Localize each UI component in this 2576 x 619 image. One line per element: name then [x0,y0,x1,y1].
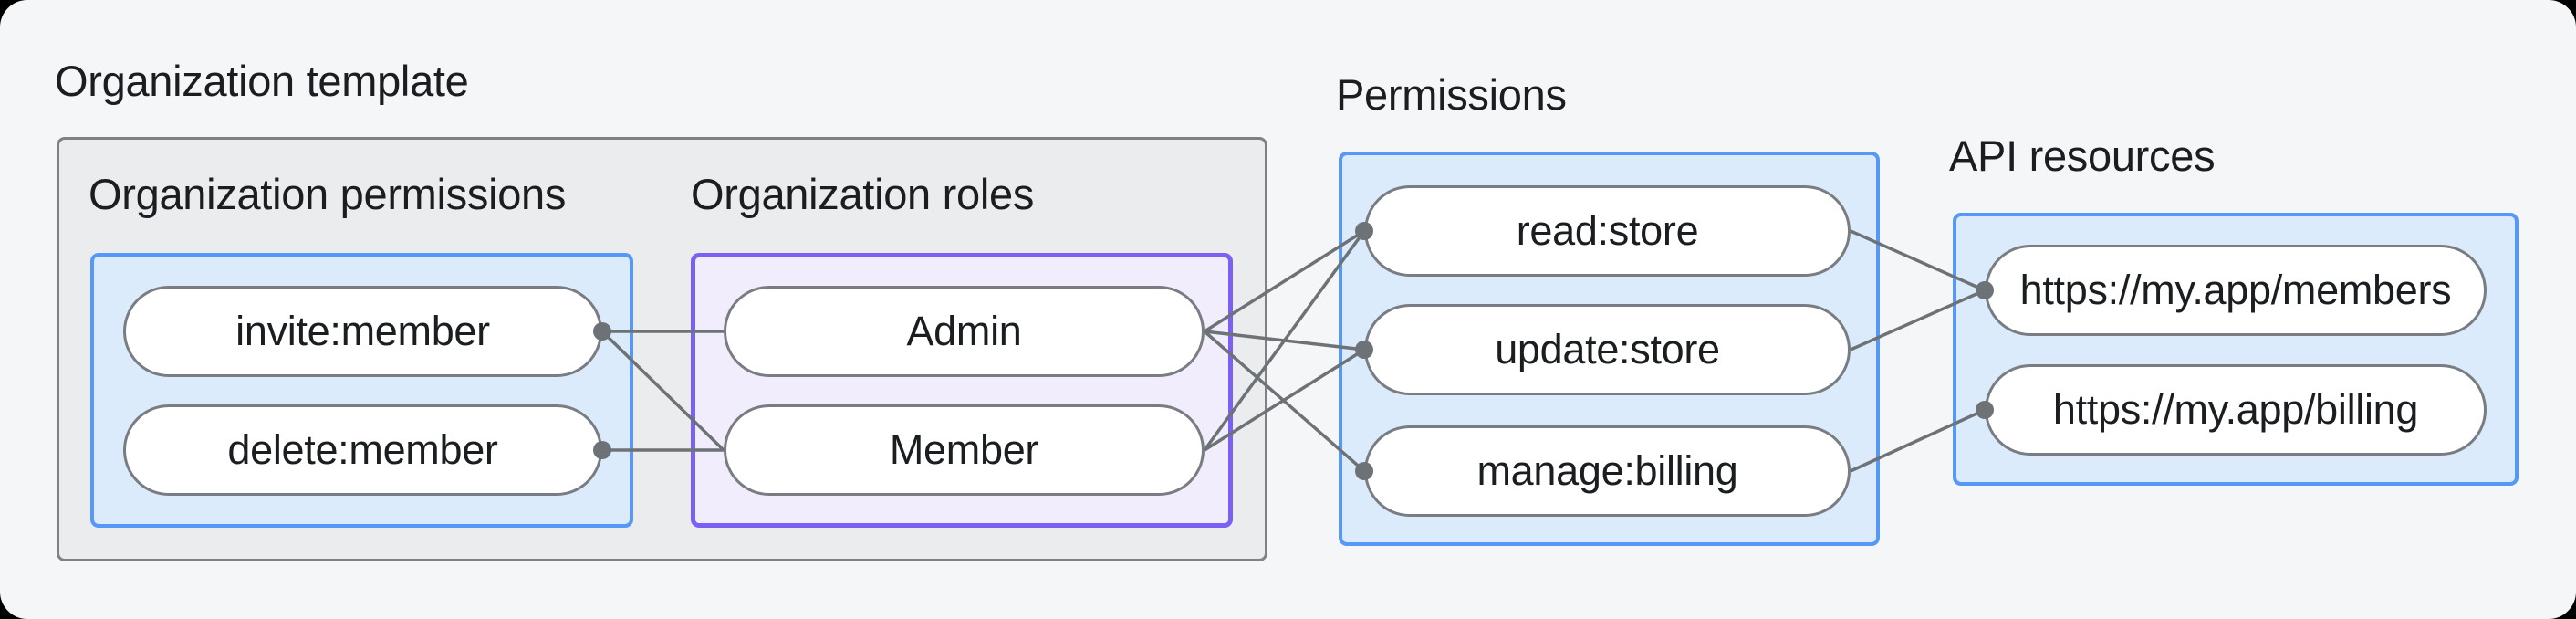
node-member-label: Member [889,426,1039,473]
node-members-url: https://my.app/members [1985,245,2487,336]
node-member: Member [724,404,1205,496]
api-resources-title: API resources [1949,131,2216,180]
node-billing-url-label: https://my.app/billing [2052,386,2419,433]
node-invite-member: invite:member [123,286,602,377]
node-update-store-label: update:store [1495,326,1720,372]
node-manage-billing: manage:billing [1364,425,1851,517]
node-invite-member-label: invite:member [235,308,490,354]
node-manage-billing-label: manage:billing [1476,447,1738,494]
node-admin-label: Admin [906,308,1022,354]
node-members-url-label: https://my.app/members [2019,267,2452,313]
org-roles-title: Organization roles [691,170,1035,218]
node-admin: Admin [724,286,1205,377]
node-read-store: read:store [1364,185,1851,277]
node-update-store: update:store [1364,304,1851,395]
node-delete-member-label: delete:member [227,426,498,473]
node-delete-member: delete:member [123,404,602,496]
node-billing-url: https://my.app/billing [1985,364,2487,456]
permissions-title: Permissions [1336,70,1567,119]
org-permissions-title: Organization permissions [89,170,567,218]
org-template-title: Organization template [55,57,469,105]
node-read-store-label: read:store [1516,207,1699,254]
